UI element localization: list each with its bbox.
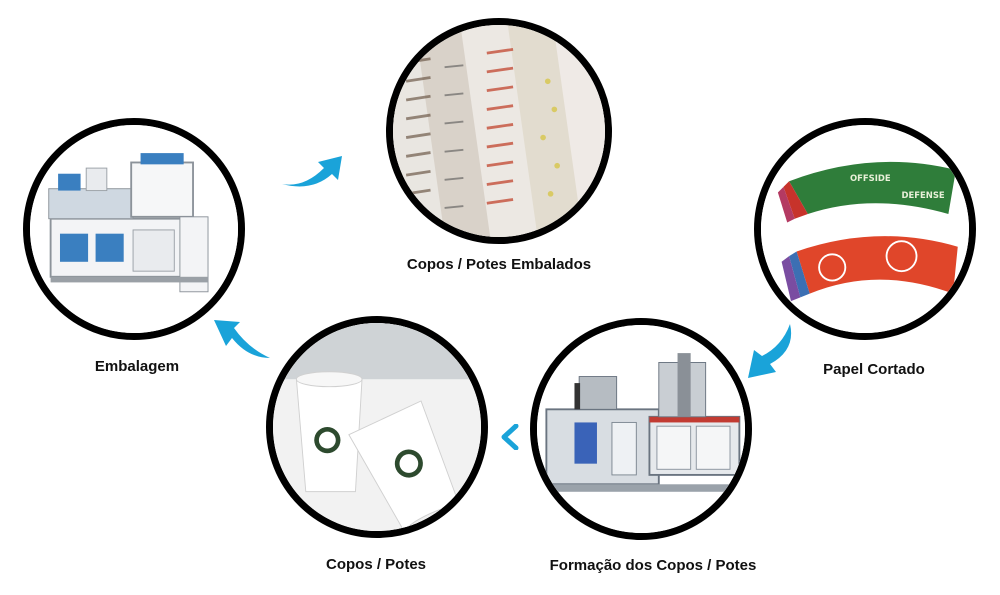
cut-paper-label: Papel Cortado xyxy=(823,361,925,378)
cut-paper-circle: OFFSIDE DEFENSE xyxy=(754,118,976,340)
packaging-label: Embalagem xyxy=(94,358,180,375)
svg-text:OFFSIDE: OFFSIDE xyxy=(850,173,891,183)
packaging-circle xyxy=(23,118,245,340)
paper-cups-image xyxy=(273,323,481,531)
svg-text:DEFENSE: DEFENSE xyxy=(902,190,945,200)
printed-paper-blanks-image: OFFSIDE DEFENSE xyxy=(761,125,969,333)
cup-forming-machine-image xyxy=(537,325,745,533)
cups-circle xyxy=(266,316,488,538)
cup-forming-circle xyxy=(530,318,752,540)
stacked-cups-image xyxy=(393,25,605,237)
arrow-up-left-icon xyxy=(214,320,270,358)
chevron-left-icon xyxy=(501,424,519,450)
shrink-wrap-machine-image xyxy=(30,125,238,333)
arrow-right-icon xyxy=(282,156,342,187)
packed-cups-circle xyxy=(386,18,612,244)
cups-label: Copos / Potes xyxy=(325,556,427,573)
packed-cups-label: Copos / Potes Embalados xyxy=(406,256,592,273)
arrow-down-left-icon xyxy=(748,324,792,378)
cup-forming-label: Formação dos Copos / Potes xyxy=(549,557,757,574)
